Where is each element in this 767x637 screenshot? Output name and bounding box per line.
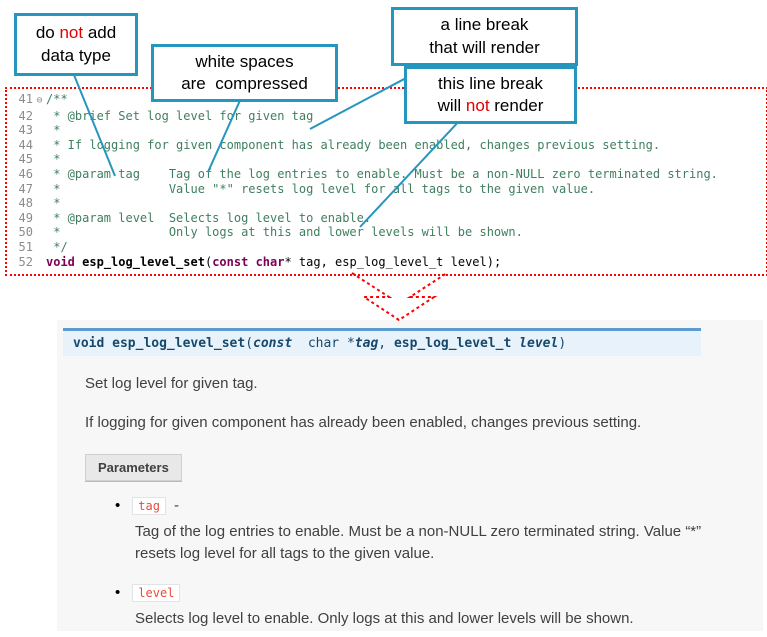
callout-line: data type [41, 45, 111, 65]
signature-segment: , [378, 336, 394, 351]
line-number: 41 [18, 92, 33, 106]
param-head: • level [115, 583, 763, 602]
flow-arrow [351, 272, 448, 322]
callout-break-renders: a line break that will render [391, 7, 578, 66]
line-number: 50 [18, 225, 33, 240]
code-segment: * tag, esp_log_level_t level); [284, 254, 502, 269]
code-segment: ( [204, 254, 213, 269]
fold-collapse-icon[interactable]: ⊖ [36, 95, 43, 106]
code-segment: esp_log_level_set [82, 254, 205, 269]
code-line: 52 void esp_log_level_set(const char* tag… [9, 255, 766, 270]
callout-line: do not add [35, 23, 117, 43]
param-head: • tag- [115, 496, 763, 515]
line-number: 45 [18, 152, 33, 167]
function-signature: void esp_log_level_set(const char *tag, … [63, 328, 701, 356]
code-line: 47 * Value "*" resets log level for all … [9, 182, 766, 197]
brief-text: Set log level for given tag. [85, 375, 258, 392]
param-description: Tag of the log entries to enable. Must b… [135, 522, 702, 563]
callout-line: that will render [429, 37, 540, 57]
line-number: 47 [18, 181, 33, 196]
line-number: 44 [18, 137, 33, 152]
callout-break-not-renders: this line break will not render [404, 66, 577, 124]
code-line: 42 * @brief Set log level for given tag [9, 109, 766, 124]
code-segment: * Only logs at this and lower levels wil… [46, 225, 523, 240]
code-line: 50 * Only logs at this and lower levels … [9, 225, 766, 240]
code-segment: * [46, 196, 61, 211]
callout-line: a line break [440, 15, 529, 35]
signature-segment: tag [354, 336, 379, 351]
signature-segment: esp_log_level_t [393, 336, 520, 351]
code-segment: * [46, 123, 61, 138]
callout-whitespace: white spaces are compressed [151, 44, 338, 102]
rendered-docs-panel: void esp_log_level_set(const char *tag, … [57, 320, 763, 631]
callout-line: are compressed [181, 74, 308, 93]
signature-segment: ) [558, 336, 567, 351]
code-line: 48 * [9, 196, 766, 211]
code-segment: * @param tag Tag of the log entries to e… [46, 166, 718, 181]
code-segment [248, 255, 255, 269]
code-segment: char [255, 254, 285, 269]
param-list: • tag- Tag of the log entries to enable. M… [57, 496, 763, 631]
line-number: 52 [18, 254, 33, 269]
code-segment: void [46, 254, 75, 269]
signature-segment: void [73, 336, 113, 351]
code-line: 44 * If logging for given component has … [9, 138, 766, 153]
code-line: 46 * @param tag Tag of the log entries t… [9, 167, 766, 182]
line-number: 43 [18, 123, 33, 138]
code-line: 51 */ [9, 240, 766, 255]
code-segment: * [46, 152, 61, 167]
line-number: 42 [18, 108, 33, 123]
code-segment: * Value "*" resets log level for all tag… [46, 181, 596, 196]
code-line: 41⊖/** [9, 92, 766, 109]
code-lines: 41⊖/**42 * @brief Set log level for give… [9, 92, 766, 269]
detail-text: If logging for given component has alrea… [85, 413, 642, 431]
line-number: 48 [18, 196, 33, 211]
callout-no-datatype: do not add data type [14, 13, 138, 76]
parameters-label: Parameters [85, 453, 182, 481]
param-dash: - [173, 497, 179, 514]
signature-segment: ( [245, 336, 254, 351]
param-item: • tag- Tag of the log entries to enable. M… [115, 496, 763, 566]
code-line: 49 * @param level Selects log level to e… [9, 211, 766, 226]
bullet-icon: • [115, 584, 121, 601]
param-description: Selects log level to enable. Only logs a… [135, 609, 634, 627]
callout-line: this line break [438, 73, 543, 93]
signature-segment: const [253, 336, 293, 351]
param-name-literal: level [132, 583, 181, 602]
line-number: 51 [18, 239, 33, 254]
callout-line: white spaces [195, 51, 294, 71]
line-number: 49 [18, 210, 33, 225]
signature-segment: char * [292, 336, 355, 351]
code-segment: const [212, 254, 249, 269]
code-segment: */ [46, 239, 68, 254]
code-segment: * If logging for given component has alr… [46, 137, 661, 152]
line-number: 46 [18, 166, 33, 181]
param-name-literal: tag [132, 496, 166, 515]
bullet-icon: • [115, 497, 121, 514]
code-segment: * @brief Set log level for given tag [46, 108, 314, 123]
source-code-editor: 41⊖/**42 * @brief Set log level for give… [5, 87, 767, 276]
code-segment: /** [46, 92, 68, 106]
code-segment: * @param level Selects log level to enab… [46, 210, 372, 225]
callout-line: will not render [437, 96, 544, 115]
code-line: 45 * [9, 152, 766, 167]
signature-segment: esp_log_level_set [112, 336, 246, 351]
signature-segment: level [519, 336, 559, 351]
code-line: 43 * [9, 123, 766, 138]
